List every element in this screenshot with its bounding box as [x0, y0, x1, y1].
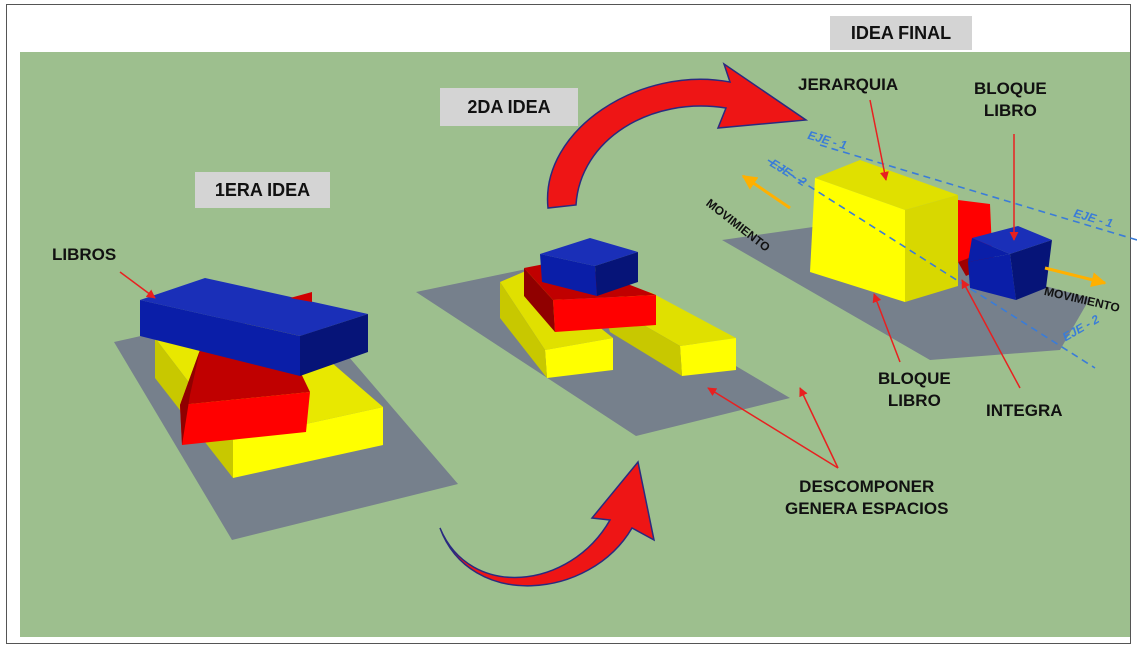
label-jerarquia: JERARQUIA [798, 75, 899, 94]
final-yellow-block [810, 160, 958, 302]
diagram-frame [6, 4, 1131, 644]
label-genera-espacios: GENERA ESPACIOS [785, 499, 949, 518]
label-bloque-bottom-line1: BLOQUE [878, 369, 951, 388]
label-libro-top-line2: LIBRO [983, 101, 1037, 120]
label-bloque-top-line1: BLOQUE [974, 79, 1047, 98]
label-descomponer: DESCOMPONER GENERA ESPACIOS [785, 476, 948, 520]
curved-arrow-bottom [439, 460, 656, 587]
label-libros: LIBROS [52, 245, 117, 264]
label-descomponer-line1: DESCOMPONER [799, 477, 935, 496]
label-libro-bottom-line2: LIBRO [887, 391, 941, 410]
axis-eje2 [767, 159, 1096, 369]
label-bloque-libro-bottom: BLOQUE LIBRO [878, 368, 951, 412]
movement-arrow-right [1044, 266, 1107, 288]
idea2-title: 2DA IDEA [440, 88, 578, 126]
final-model [722, 144, 1137, 369]
pointer-integra [961, 279, 1021, 389]
final-title: IDEA FINAL [830, 16, 972, 50]
idea1-blue-block [140, 278, 368, 376]
idea1-title: 1ERA IDEA [195, 172, 330, 208]
idea1-model [114, 278, 458, 540]
movement-arrow-left [741, 174, 791, 210]
idea2-blue-block [540, 238, 638, 296]
label-integra: INTEGRA [986, 401, 1063, 420]
pointer-libros [119, 271, 156, 299]
pointer-descomponer-2 [799, 387, 839, 469]
pointer-jerarquia [869, 99, 889, 181]
idea2-model [416, 238, 790, 436]
curved-arrow-top [546, 62, 809, 209]
pointer-descomponer-1 [707, 387, 839, 469]
label-bloque-libro-top: BLOQUE LIBRO [974, 78, 1047, 122]
pointer-bloque-libro-bottom [872, 293, 901, 363]
final-blue-block [968, 226, 1052, 300]
